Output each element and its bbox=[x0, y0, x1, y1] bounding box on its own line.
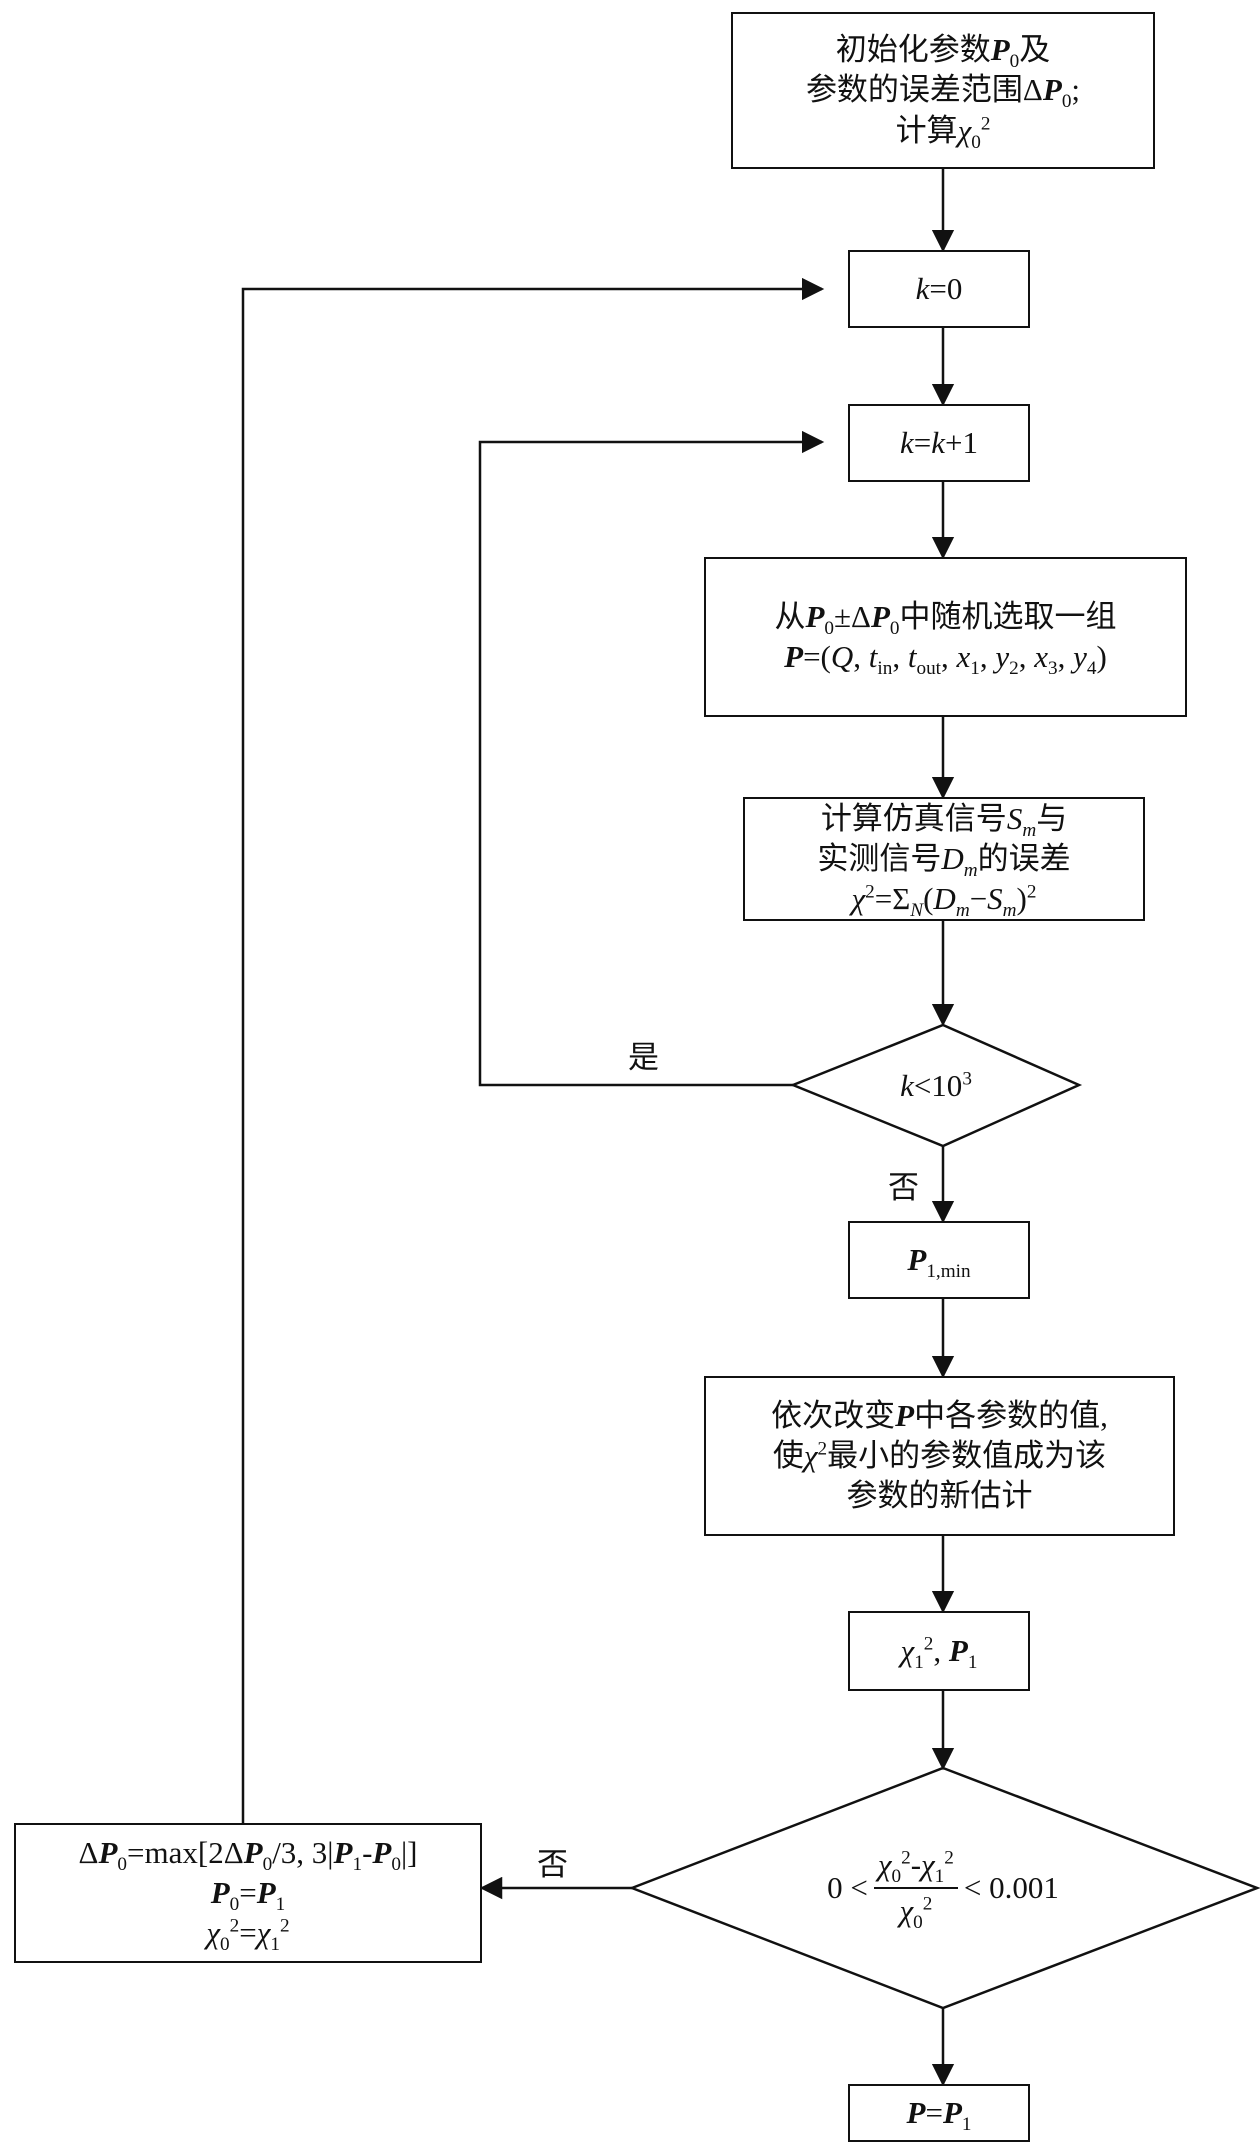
init-line3: 计算χ02 bbox=[895, 112, 991, 153]
vary-text-2b: 最小的参数值成为该 bbox=[827, 1437, 1107, 1473]
vary-text-1a: 依次改变 bbox=[771, 1397, 896, 1433]
chi1p1-sep: , bbox=[933, 1632, 949, 1668]
random-select-box: 从P0±ΔP0中随机选取一组 P=(Q, tin, tout, x1, y2, … bbox=[704, 557, 1187, 717]
init-text-2: 参数的误差范围Δ bbox=[805, 72, 1043, 108]
update-text-1: =max[2Δ bbox=[127, 1834, 244, 1870]
vary-text-3: 参数的新估计 bbox=[846, 1478, 1033, 1514]
init-box: 初始化参数P0及 参数的误差范围ΔP0; 计算χ02 bbox=[731, 12, 1155, 169]
no-label-1: 否 bbox=[888, 1170, 919, 1205]
final-box: P=P1 bbox=[848, 2084, 1030, 2142]
init-text-1a: 初始化参数 bbox=[835, 32, 991, 68]
decision2-text: 0 < χ02-χ12 χ02 < 0.001 bbox=[700, 1768, 1186, 2008]
init-text-2b: ; bbox=[1071, 72, 1081, 108]
update-line3: χ02=χ12 bbox=[206, 1915, 290, 1956]
kinc-eq: = bbox=[913, 424, 932, 460]
decision1-text: k<103 bbox=[793, 1025, 1079, 1146]
no-label-2: 否 bbox=[537, 1847, 568, 1882]
init-text-1b: 及 bbox=[1019, 32, 1051, 68]
update-text-1c: - bbox=[362, 1834, 373, 1870]
calc-text-2-end: 的误差 bbox=[977, 840, 1071, 876]
update-line2: P0=P1 bbox=[210, 1874, 286, 1916]
decision1-exp: 3 bbox=[962, 1068, 972, 1090]
p1min-sub: 1,min bbox=[926, 1261, 971, 1283]
final-eq: = bbox=[925, 2094, 943, 2130]
calc-text-1-end: 与 bbox=[1036, 800, 1068, 836]
k-zero-box: k=0 bbox=[848, 250, 1030, 328]
decision1-op: <10 bbox=[913, 1067, 963, 1103]
init-line2: 参数的误差范围ΔP0; bbox=[805, 72, 1081, 113]
chi1-p1-box: χ12, P1 bbox=[848, 1611, 1030, 1691]
k0-rhs: =0 bbox=[929, 270, 963, 306]
select-formula: P=(Q, tin, tout, x1, y2, x3, y4) bbox=[784, 639, 1107, 680]
decision2-left: 0 < bbox=[827, 1870, 868, 1905]
p1min-box: P1,min bbox=[848, 1221, 1030, 1299]
decision2-right: < 0.001 bbox=[963, 1870, 1059, 1905]
vary-params-box: 依次改变P中各参数的值, 使χ2最小的参数值成为该 参数的新估计 bbox=[704, 1376, 1175, 1536]
vary-text-2a: 使 bbox=[772, 1437, 804, 1473]
k0-var: k bbox=[915, 270, 930, 306]
init-text-3: 计算 bbox=[895, 112, 958, 148]
calc-text-2: 实测信号 bbox=[817, 840, 942, 876]
update-box: ΔP0=max[2ΔP0/3, 3|P1-P0|] P0=P1 χ02=χ12 bbox=[14, 1823, 482, 1963]
decision1-k: k bbox=[900, 1067, 914, 1103]
arrow-update-loop bbox=[241, 277, 825, 1823]
init-line1: 初始化参数P0及 bbox=[835, 32, 1051, 73]
update-text-1d: |] bbox=[400, 1834, 418, 1870]
decision2-minus: - bbox=[910, 1847, 922, 1882]
calc-formula: χ2=ΣN(Dm−Sm)2 bbox=[851, 881, 1037, 922]
yes-label: 是 bbox=[628, 1040, 659, 1075]
k-increment-box: k=k+1 bbox=[848, 404, 1030, 482]
update-text-1b: /3, 3| bbox=[272, 1834, 334, 1870]
kinc-var: k bbox=[900, 424, 914, 460]
vary-text-1b: 中各参数的值, bbox=[914, 1397, 1108, 1433]
decision2-fraction: χ02-χ12 χ02 bbox=[873, 1847, 958, 1932]
decision2-shape bbox=[628, 1766, 1260, 2010]
calc-error-box: 计算仿真信号Sm与 实测信号Dm的误差 χ2=ΣN(Dm−Sm)2 bbox=[743, 797, 1145, 921]
select-text-1a: 从 bbox=[774, 598, 806, 634]
arrow-yes-loop bbox=[478, 430, 825, 1087]
kinc-var2: k bbox=[931, 424, 946, 460]
kinc-rhs: +1 bbox=[945, 424, 978, 460]
decision1-shape bbox=[789, 1023, 1083, 1148]
select-text-1b: 中随机选取一组 bbox=[899, 598, 1117, 634]
calc-text-1: 计算仿真信号 bbox=[820, 800, 1007, 836]
